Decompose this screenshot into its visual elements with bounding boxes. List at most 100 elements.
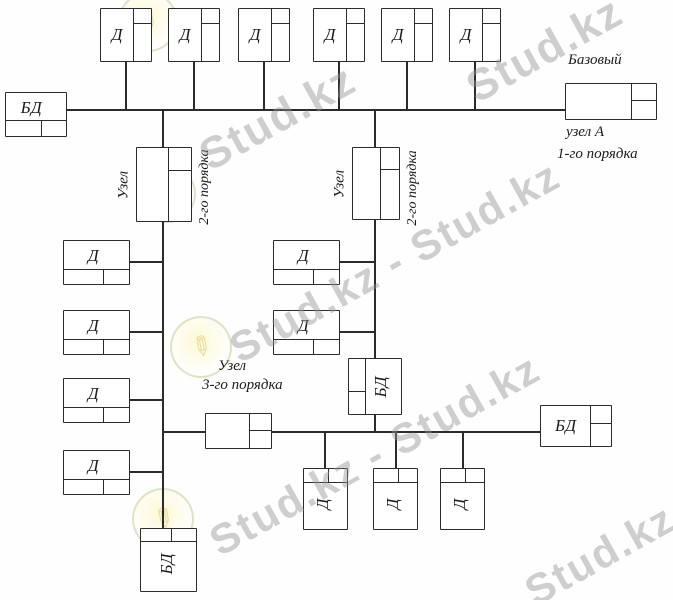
box-divider — [200, 23, 219, 25]
box-divider — [6, 119, 66, 121]
box-divider — [103, 269, 104, 284]
box-divider — [64, 479, 129, 481]
sensor-box-left-1: Д — [63, 240, 130, 285]
box-divider — [481, 9, 483, 61]
box-divider — [103, 407, 104, 422]
node3-order: 3-го порядка — [202, 377, 283, 393]
box-divider — [590, 422, 611, 424]
node2-right-name: Узел — [331, 169, 348, 199]
db-label: БД — [20, 97, 42, 117]
bus-line-top — [67, 109, 565, 111]
sensor-box-top-4: Д — [313, 8, 365, 62]
sensor-box-top-3: Д — [238, 8, 290, 62]
box-divider — [379, 169, 399, 171]
sensor-box-left-3: Д — [63, 378, 130, 423]
box-divider — [274, 339, 339, 341]
connector-line — [395, 431, 397, 468]
sensor-box-left-4: Д — [63, 450, 130, 495]
sensor-box-left-2: Д — [63, 310, 130, 355]
connector-line — [130, 261, 162, 263]
box-divider — [200, 9, 202, 61]
box-divider — [345, 23, 364, 25]
box-divider — [40, 119, 42, 136]
box-divider — [141, 541, 196, 543]
box-divider — [630, 99, 656, 101]
sensor-box-top-6: Д — [449, 8, 501, 62]
box-divider — [464, 469, 466, 483]
db-label: БД — [371, 375, 391, 398]
box-divider — [168, 169, 191, 171]
connector-line — [130, 471, 162, 473]
bus-line-bottom — [162, 431, 540, 433]
connector-line — [130, 331, 162, 333]
node2-left-box — [136, 147, 192, 222]
connector-line — [263, 62, 265, 109]
sensor-label: Д — [87, 456, 99, 476]
connector-line — [340, 331, 374, 333]
box-divider — [270, 23, 289, 25]
box-divider — [481, 23, 500, 25]
connector-line — [462, 431, 464, 468]
box-divider — [248, 430, 271, 432]
box-divider — [270, 9, 272, 61]
base-node-box — [565, 83, 657, 120]
sensor-box-mid-1: Д — [273, 240, 340, 285]
box-divider — [397, 469, 399, 483]
node2-left-name: Узел — [115, 170, 132, 200]
node2-right-order: 2-го порядка — [405, 150, 420, 226]
box-divider — [364, 359, 366, 414]
box-divider — [374, 482, 417, 484]
sensor-label: Д — [249, 25, 261, 44]
base-node-title: Базовый — [568, 52, 622, 68]
sensor-label: Д — [87, 246, 99, 266]
trunk-line-right — [374, 109, 376, 431]
box-divider — [413, 9, 415, 61]
sensor-box-top-2: Д — [168, 8, 220, 62]
box-divider — [132, 23, 151, 25]
box-divider — [171, 529, 173, 542]
box-divider — [379, 148, 381, 219]
sensor-label: Д — [324, 25, 336, 44]
box-divider — [313, 339, 314, 354]
db-box-top-left: БД — [5, 92, 67, 137]
db-label: БД — [157, 553, 177, 575]
sensor-label: Д — [460, 25, 472, 44]
connector-line — [340, 261, 374, 263]
box-divider — [103, 479, 104, 494]
sensor-box-bottom-2: Д — [373, 468, 418, 530]
trunk-line-left — [162, 109, 164, 528]
box-divider — [64, 407, 129, 409]
sensor-box-top-1: Д — [100, 8, 152, 62]
sensor-label: Д — [87, 384, 99, 404]
connector-line — [338, 62, 340, 109]
pencil-icon: ✎ — [183, 328, 219, 366]
box-divider — [413, 23, 432, 25]
box-divider — [304, 482, 347, 484]
box-divider — [441, 482, 484, 484]
sensor-label: Д — [313, 498, 333, 510]
connector-line — [474, 62, 476, 109]
watermark-logo: ✎ — [170, 316, 232, 378]
sensor-label: Д — [392, 25, 404, 44]
base-node-order: 1-го порядка — [557, 146, 638, 162]
db-box-right: БД — [540, 405, 612, 447]
box-divider — [327, 469, 329, 483]
box-divider — [274, 269, 339, 271]
box-divider — [313, 269, 314, 284]
box-divider — [103, 339, 104, 354]
box-divider — [168, 148, 170, 221]
box-divider — [630, 84, 632, 119]
box-divider — [590, 406, 591, 446]
box-divider — [64, 269, 129, 271]
box-divider — [349, 390, 365, 392]
sensor-box-bottom-1: Д — [303, 468, 348, 530]
sensor-label: Д — [450, 498, 470, 510]
db-box-bottom: БД — [140, 528, 197, 592]
sensor-label: Д — [297, 246, 309, 266]
connector-line — [324, 431, 326, 468]
db-box-mid: БД — [348, 358, 402, 415]
sensor-label: Д — [87, 316, 99, 336]
sensor-label: Д — [297, 316, 309, 336]
sensor-box-top-5: Д — [381, 8, 433, 62]
connector-line — [193, 62, 195, 109]
